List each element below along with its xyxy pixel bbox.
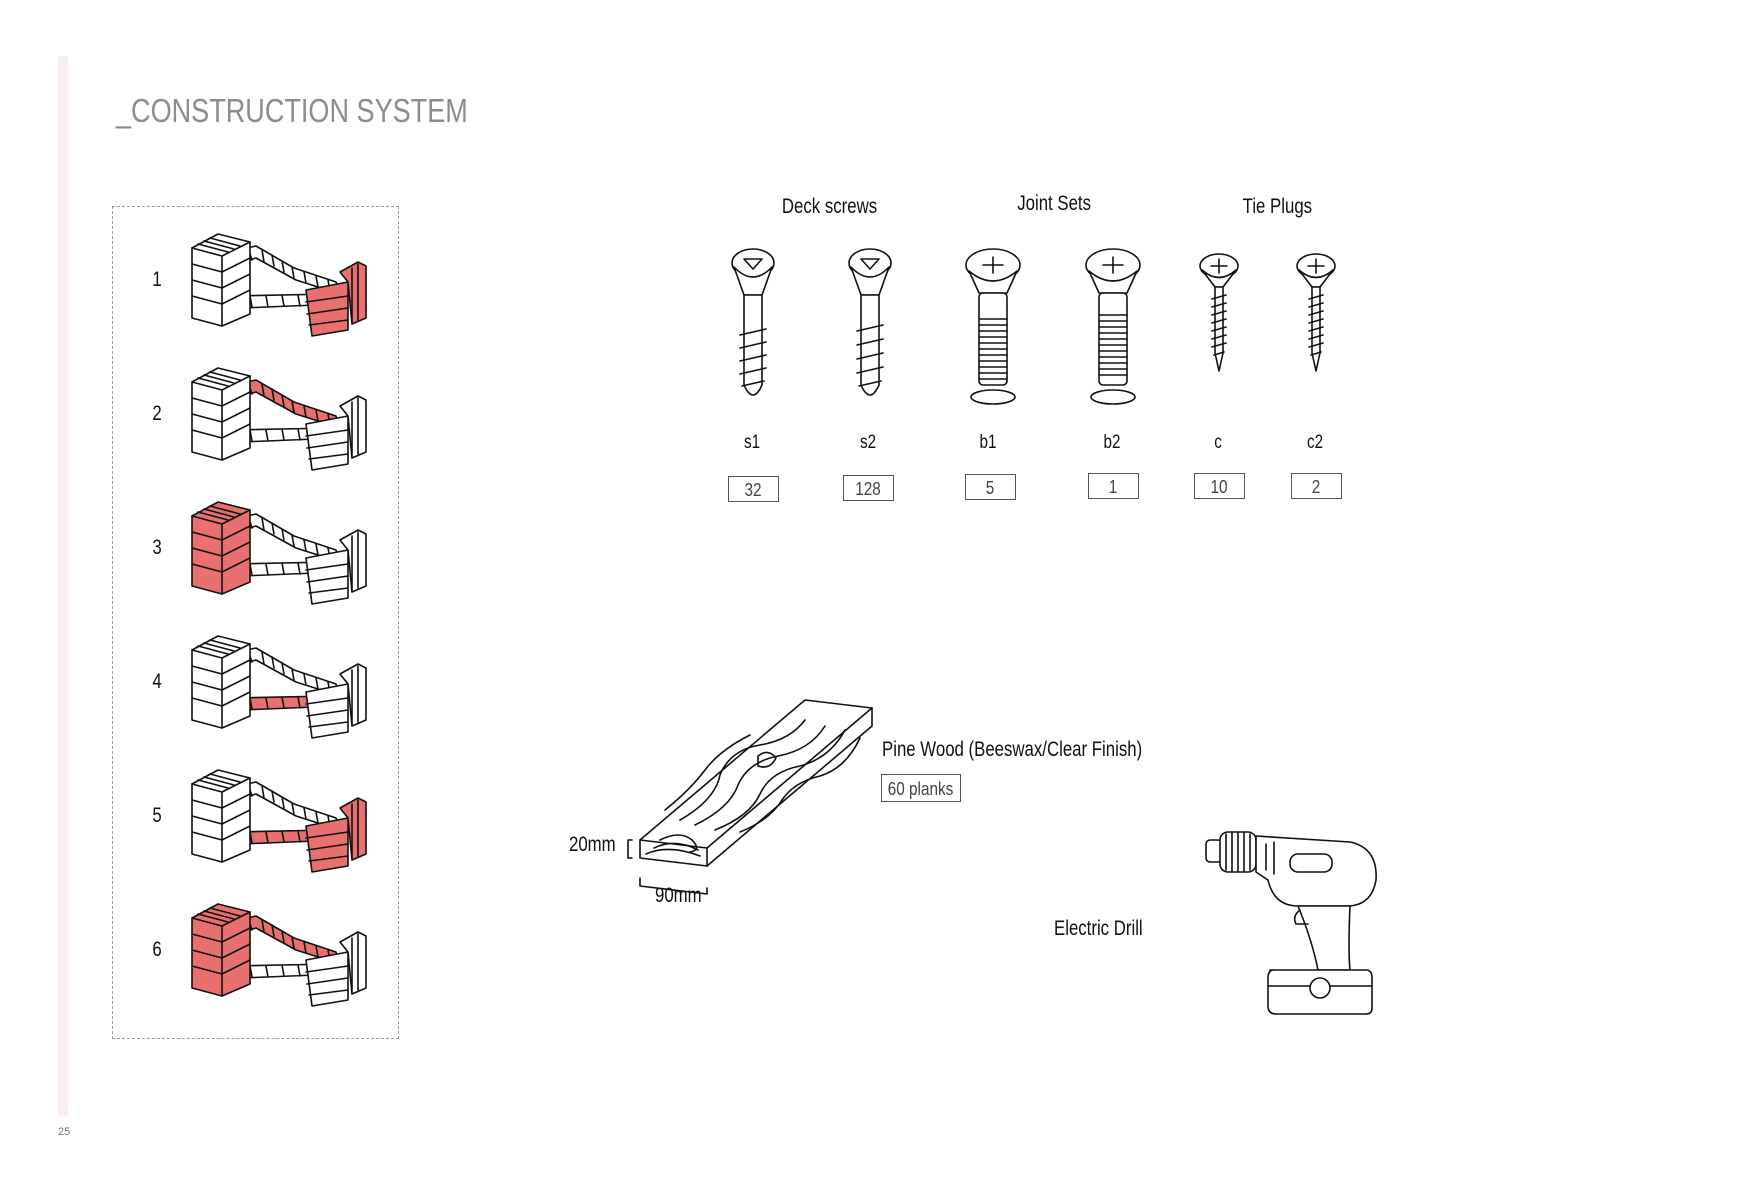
bench-step-3-drawing — [191, 501, 367, 605]
wood-quantity-box: 60 planks — [881, 774, 961, 802]
joint-bolt-icon — [965, 248, 1021, 405]
group-title-tie-plugs: Tie Plugs — [1242, 195, 1313, 218]
step-number-5: 5 — [152, 804, 162, 827]
step-number-6: 6 — [152, 938, 162, 961]
joint-bolt-icon — [1085, 248, 1141, 405]
side-stripe — [58, 56, 68, 1116]
page-number: 25 — [58, 1126, 71, 1138]
step-number-2: 2 — [152, 402, 162, 425]
group-title-joint-sets: Joint Sets — [1017, 192, 1091, 215]
wood-name-label: Pine Wood (Beeswax/Clear Finish) — [882, 738, 1143, 761]
hardware-code-s2: s2 — [859, 432, 877, 453]
tie-plug-screw-icon — [1296, 253, 1336, 372]
step-number-3: 3 — [152, 536, 162, 559]
quantity-box-b1: 5 — [965, 474, 1016, 500]
bench-step-2-drawing — [191, 367, 367, 471]
deck-screw-icon — [848, 248, 892, 396]
quantity-box-s2: 128 — [843, 475, 894, 501]
hardware-code-b1: b1 — [979, 432, 997, 453]
deck-screw-icon — [731, 248, 775, 396]
bench-step-6-drawing — [191, 903, 367, 1007]
hardware-code-s1: s1 — [743, 432, 761, 453]
tie-plug-screw-icon — [1199, 253, 1239, 372]
tool-name-label: Electric Drill — [1054, 917, 1143, 940]
plank-width-label: 90mm — [655, 884, 702, 907]
assembly-steps-panel — [112, 206, 399, 1039]
quantity-box-s1: 32 — [728, 476, 779, 502]
step-number-1: 1 — [152, 268, 162, 291]
quantity-box-c: 10 — [1194, 473, 1245, 499]
plank-thickness-label: 20mm — [569, 833, 616, 856]
page-title: _CONSTRUCTION SYSTEM — [116, 92, 468, 129]
bench-step-5-drawing — [191, 769, 367, 873]
quantity-box-c2: 2 — [1291, 473, 1342, 499]
hardware-code-b2: b2 — [1103, 432, 1121, 453]
step-number-4: 4 — [152, 670, 162, 693]
group-title-deck-screws: Deck screws — [781, 195, 878, 218]
bench-step-1-drawing — [191, 233, 367, 337]
pine-plank-icon — [627, 699, 873, 895]
bench-step-4-drawing — [191, 635, 367, 739]
hardware-code-c: c — [1214, 432, 1222, 453]
quantity-box-b2: 1 — [1088, 473, 1139, 499]
electric-drill-icon — [1205, 831, 1377, 1015]
hardware-code-c2: c2 — [1306, 432, 1324, 453]
